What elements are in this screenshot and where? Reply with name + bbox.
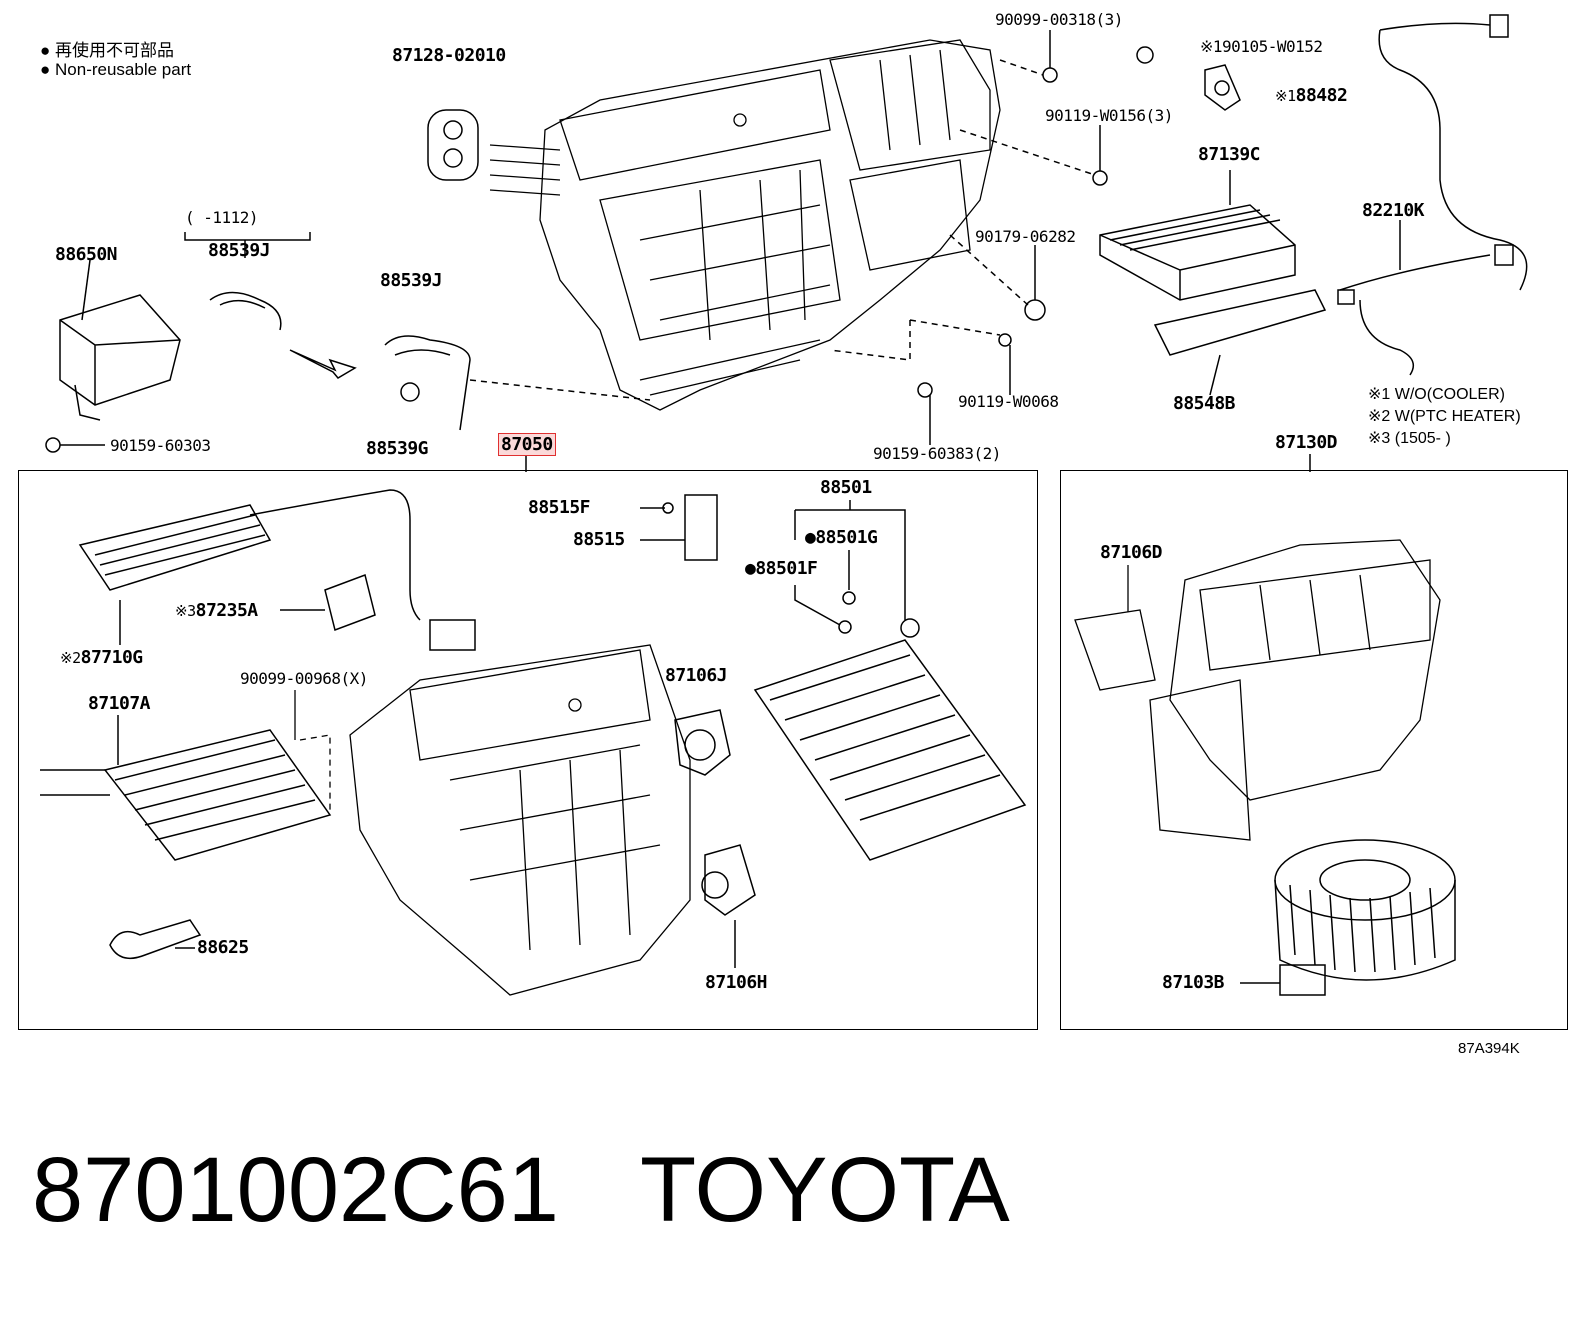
part-label-87106h[interactable]: 87106H (705, 972, 768, 993)
note-mark-1: ※1 (1275, 87, 1296, 105)
legend-en: ● Non-reusable part (40, 60, 192, 79)
part-label-87106j[interactable]: 87106J (665, 665, 728, 686)
grommet-illustration (427, 109, 479, 181)
part-label-88501g[interactable]: ●88501G (805, 527, 878, 548)
heater-core-illustration (40, 715, 332, 861)
part-label-87130d[interactable]: 87130D (1275, 432, 1338, 453)
assembly-87050-box (18, 470, 1038, 1030)
hose-illustration (184, 232, 651, 431)
part-label-90105[interactable]: ※190105-W0152 (1200, 37, 1323, 56)
part-label-88515[interactable]: 88515 (573, 529, 625, 550)
part-label-87128[interactable]: 87128-02010 (392, 45, 506, 66)
part-label-87103b[interactable]: 87103B (1162, 972, 1225, 993)
part-label-90099-00318[interactable]: 90099-00318(3) (995, 10, 1123, 29)
part-label-88650n[interactable]: 88650N (55, 244, 118, 265)
non-reusable-bullet-icon: ● (745, 558, 756, 579)
part-label-1112: ( -1112) (185, 208, 259, 227)
actuator-illustration (674, 709, 756, 968)
diagram-reference-code: 87A394K (1458, 1040, 1520, 1057)
connector-illustration (280, 574, 376, 631)
footer-part-number: 8701002C61 (32, 1139, 559, 1241)
amplifier-illustration (45, 259, 181, 453)
blower-case-illustration (1074, 539, 1441, 841)
harness-illustration (1337, 14, 1528, 376)
part-label-87235a[interactable]: ※387235A (175, 600, 258, 621)
fastener-illustrations (829, 30, 1241, 445)
non-reusable-bullet-icon: ● (805, 527, 816, 548)
part-label-88539j-b[interactable]: 88539J (380, 270, 443, 291)
sensor-illustration (109, 919, 202, 960)
note-1: ※1 W/O(COOLER) (1368, 386, 1505, 403)
bullet-icon: ● (40, 41, 51, 60)
hvac-assembly-top-illustration (489, 39, 1001, 411)
part-label-88548b[interactable]: 88548B (1173, 393, 1236, 414)
part-label-90099-00968[interactable]: 90099-00968(X) (240, 669, 368, 688)
part-label-90119-w0068[interactable]: 90119-W0068 (958, 392, 1059, 411)
part-label-88501[interactable]: 88501 (820, 477, 872, 498)
note-mark-1: ※1 (1200, 37, 1223, 56)
part-label-90159-60303[interactable]: 90159-60303 (110, 436, 211, 455)
note-2: ※2 W(PTC HEATER) (1368, 408, 1521, 425)
part-label-88539g[interactable]: 88539G (366, 438, 429, 459)
part-label-87050-highlighted[interactable]: 87050 (498, 433, 556, 456)
hvac-case-illustration (294, 644, 691, 996)
part-label-87106d[interactable]: 87106D (1100, 542, 1163, 563)
expansion-valve-illustration (640, 494, 718, 561)
part-label-88625[interactable]: 88625 (197, 937, 249, 958)
footer-brand: TOYOTA (640, 1139, 1010, 1241)
note-mark-2: ※2 (60, 649, 81, 667)
ptc-heater-illustration (78, 489, 476, 651)
part-label-87139c[interactable]: 87139C (1198, 144, 1261, 165)
part-label-88482[interactable]: ※188482 (1275, 85, 1348, 106)
part-label-88515f[interactable]: 88515F (528, 497, 591, 518)
part-label-87710g[interactable]: ※287710G (60, 647, 143, 668)
part-label-90159-60383[interactable]: 90159-60383(2) (873, 444, 1001, 463)
part-label-82210k[interactable]: 82210K (1362, 200, 1425, 221)
bullet-icon: ● (40, 60, 51, 79)
note-3: ※3 (1505- ) (1368, 430, 1451, 447)
evaporator-illustration (753, 500, 1027, 861)
note-mark-3: ※3 (175, 602, 196, 620)
part-label-90119-w0156[interactable]: 90119-W0156(3) (1045, 106, 1173, 125)
blower-fan-illustration (1240, 839, 1456, 996)
legend-jp: ● 再使用不可部品 (40, 41, 175, 60)
assembly-87130d-box (1060, 470, 1568, 1030)
part-label-90179[interactable]: 90179-06282 (975, 227, 1076, 246)
filter-illustration (1099, 170, 1327, 396)
part-label-88539j-a[interactable]: 88539J (208, 240, 271, 261)
part-label-87107a[interactable]: 87107A (88, 693, 151, 714)
part-label-88501f[interactable]: ●88501F (745, 558, 818, 579)
